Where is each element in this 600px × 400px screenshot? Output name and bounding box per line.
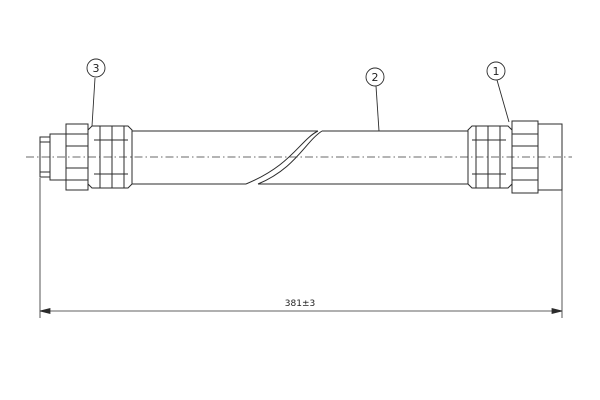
dimension-arrow-left: [39, 307, 51, 315]
hose-break-line-left: [245, 130, 319, 185]
callout-left: [86, 58, 106, 127]
callout-hose-balloon: [365, 67, 385, 87]
fitting-left: [39, 123, 133, 191]
dimension-arrow-right: [551, 307, 563, 315]
hose-break-line-right: [257, 130, 323, 185]
dimension-overall: [39, 178, 563, 318]
callout-right-balloon: [486, 61, 506, 81]
callout-right-label: 1: [493, 65, 500, 78]
fitting-right: [467, 120, 563, 194]
fitting-right-ferrule: [467, 125, 513, 189]
callout-hose: [365, 67, 385, 132]
callout-left-label: 3: [93, 62, 100, 75]
fitting-right-end: [537, 123, 563, 191]
callout-left-balloon: [86, 58, 106, 78]
dimension-label: 381±3: [285, 299, 315, 309]
callout-hose-label: 2: [372, 71, 379, 84]
hose: [132, 130, 468, 185]
callout-right: [486, 61, 510, 123]
